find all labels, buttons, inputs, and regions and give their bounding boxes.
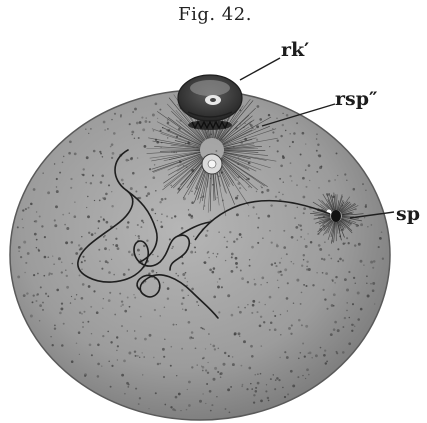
polar-body	[178, 75, 242, 121]
chromatin-band	[188, 120, 232, 130]
label-sp: sp	[396, 203, 420, 225]
egg-cell-body	[10, 90, 390, 420]
label-rsp: rsp″	[335, 88, 377, 110]
figure-title: Fig. 42.	[160, 4, 270, 25]
egg-pronucleus	[202, 154, 222, 174]
label-rk: rk′	[281, 39, 309, 61]
